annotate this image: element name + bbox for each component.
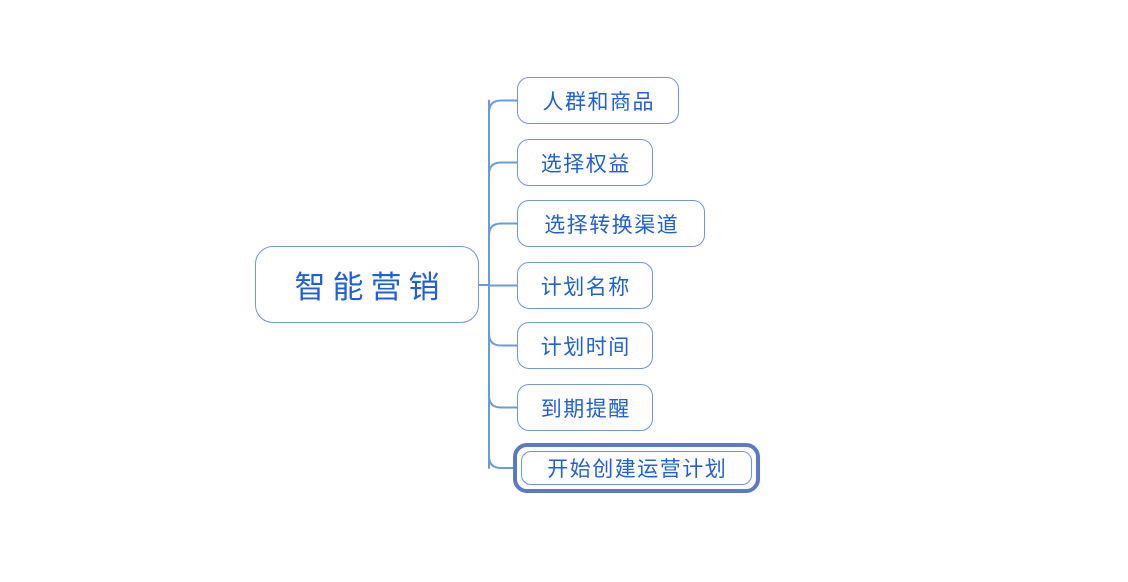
mindmap-child-node[interactable]: 计划时间 bbox=[517, 322, 653, 369]
mindmap-child-node[interactable]: 选择转换渠道 bbox=[517, 200, 705, 247]
mindmap-child-node[interactable]: 到期提醒 bbox=[517, 384, 653, 431]
mindmap-child-node[interactable]: 计划名称 bbox=[517, 262, 653, 309]
mindmap-child-node-selected[interactable]: 开始创建运营计划 bbox=[513, 443, 760, 493]
mindmap-root-node[interactable]: 智能营销 bbox=[255, 246, 479, 323]
mindmap-child-node[interactable]: 人群和商品 bbox=[517, 77, 679, 124]
mindmap-child-node-label: 开始创建运营计划 bbox=[521, 451, 752, 485]
connector-branch bbox=[488, 222, 518, 237]
mindmap-child-node[interactable]: 选择权益 bbox=[517, 139, 653, 186]
connector-branch bbox=[488, 161, 518, 176]
connector-branch bbox=[488, 332, 518, 347]
connector-branch bbox=[488, 394, 518, 409]
connector-branch bbox=[488, 99, 518, 114]
